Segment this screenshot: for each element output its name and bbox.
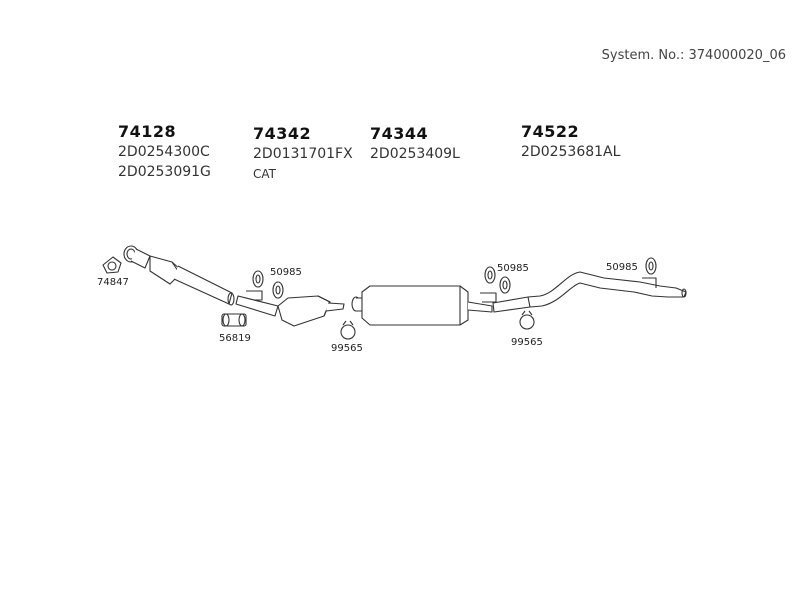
- system-number: System. No.: 374000020_06: [601, 48, 786, 63]
- part-block-3: 74344 2D0253409L: [370, 124, 460, 164]
- part-reference: 2D0253091G: [118, 164, 211, 180]
- clamp-part: [221, 313, 247, 327]
- clamp-label: 56819: [219, 333, 251, 344]
- part-block-2: 74342 2D0131701FX CAT: [253, 124, 353, 184]
- rubber-hanger-part: [642, 257, 657, 288]
- part-reference: 2D0253409L: [370, 146, 460, 162]
- rubber-hanger-part: [480, 266, 511, 303]
- gasket-part: [102, 256, 122, 274]
- part-reference: 2D0131701FX: [253, 146, 353, 162]
- centre-silencer-part: [351, 285, 493, 326]
- rear-pipe-part: [492, 271, 687, 313]
- part-number: 74342: [253, 124, 312, 143]
- part-block-4: 74522 2D0253681AL: [521, 122, 620, 162]
- front-pipe-part: [130, 248, 235, 306]
- part-type-label: CAT: [253, 167, 276, 181]
- part-block-1: 74128 2D0254300C 2D0253091G: [118, 122, 211, 182]
- hanger-label: 50985: [606, 262, 638, 273]
- seal-ring-part: [340, 320, 356, 340]
- part-reference: 2D0253681AL: [521, 144, 621, 160]
- part-reference: 2D0254300C: [118, 144, 210, 160]
- hanger-label: 50985: [270, 267, 302, 278]
- ring-label: 99565: [511, 337, 543, 348]
- catalytic-converter-part: [235, 295, 345, 327]
- part-number: 74344: [370, 124, 429, 143]
- rubber-hanger-part: [246, 270, 284, 301]
- hanger-label: 50985: [497, 263, 529, 274]
- ring-label: 99565: [331, 343, 363, 354]
- seal-ring-part: [519, 310, 535, 330]
- part-number: 74128: [118, 122, 177, 141]
- gasket-label: 74847: [97, 277, 129, 288]
- part-number: 74522: [521, 122, 580, 141]
